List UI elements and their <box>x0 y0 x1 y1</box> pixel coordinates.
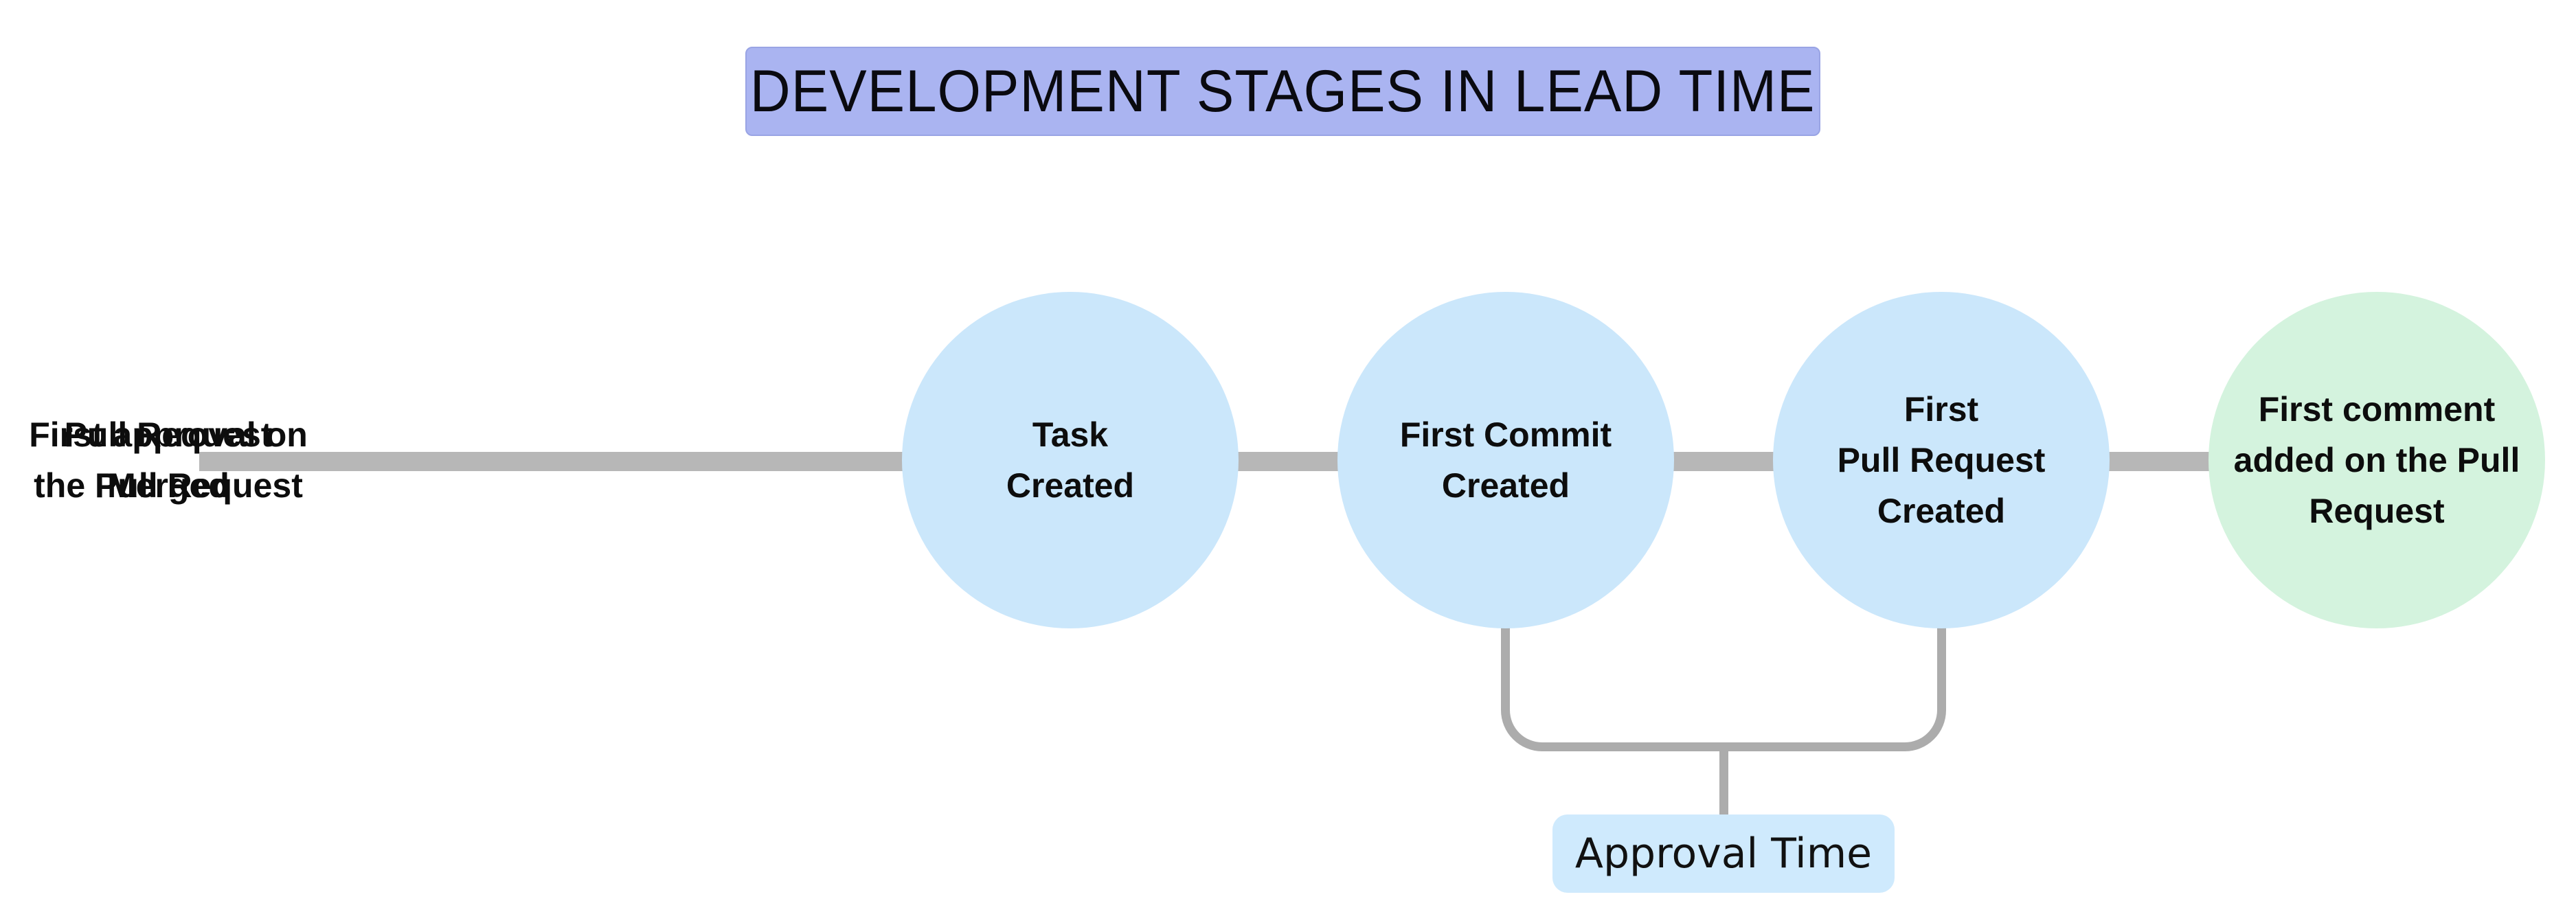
stage-label: Task Created <box>1006 415 1135 505</box>
approval-time-bracket <box>1501 626 1946 751</box>
approval-time-label-text: Approval Time <box>1574 830 1873 878</box>
stage-first-pull-request-created: First Pull Request Created <box>1773 292 2110 628</box>
stage-label: First approval on the Pull Request <box>29 415 308 505</box>
page-title: DEVELOPMENT STAGES IN LEAD TIME <box>745 47 1820 136</box>
approval-time-bracket-stem <box>1719 751 1728 816</box>
stage-task-created: Task Created <box>902 292 1239 628</box>
stage-first-comment-added: First comment added on the Pull Request <box>2208 292 2545 628</box>
stage-label: First Pull Request Created <box>1837 390 2046 530</box>
approval-time-label: Approval Time <box>1552 814 1895 893</box>
stage-label: Pull Request Merged <box>64 415 273 505</box>
stage-first-approval: First approval on the Pull Request <box>0 292 337 628</box>
page-title-text: DEVELOPMENT STAGES IN LEAD TIME <box>750 58 1816 124</box>
stage-pull-request-merged: Pull Request Merged <box>0 292 337 628</box>
stage-label: First comment added on the Pull Request <box>2233 390 2520 530</box>
stage-first-commit-created: First Commit Created <box>1337 292 1674 628</box>
stage-label: First Commit Created <box>1399 415 1612 505</box>
